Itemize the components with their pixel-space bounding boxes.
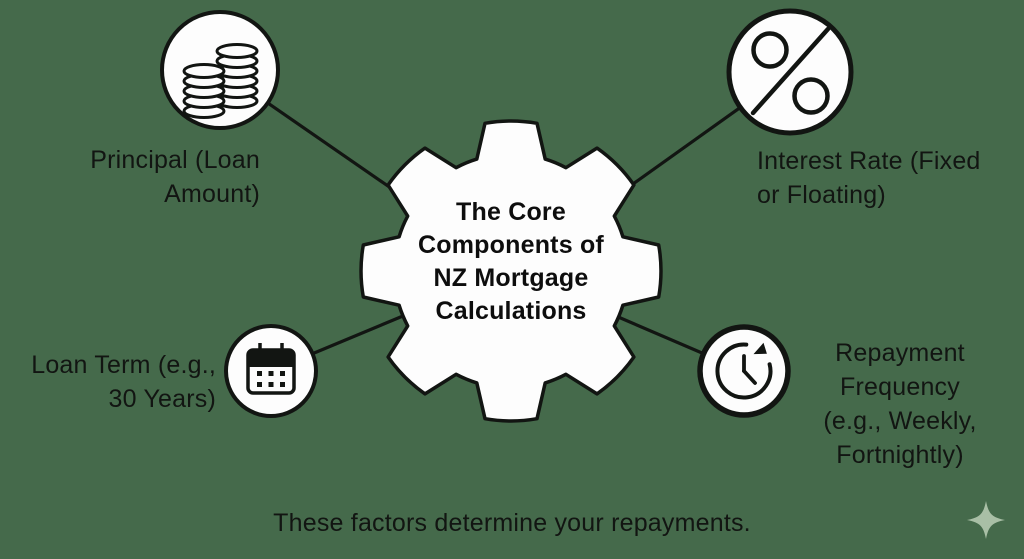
node-label-loan-term: Loan Term (e.g., 30 Years)	[0, 348, 216, 416]
clock-cycle-icon	[697, 324, 791, 418]
label-line: Amount)	[164, 180, 260, 208]
node-label-principal: Principal (Loan Amount)	[30, 143, 260, 211]
node-label-interest-rate: Interest Rate (Fixed or Floating)	[757, 144, 1019, 212]
label-line: 30 Years)	[108, 385, 216, 413]
label-line: or Floating)	[757, 181, 886, 209]
label-line: Principal (Loan	[90, 146, 260, 174]
label-line: Interest Rate (Fixed	[757, 147, 981, 175]
coins-icon	[160, 10, 280, 130]
gear-title-line: Calculations	[435, 297, 587, 325]
calendar-dots	[257, 371, 285, 387]
label-line: (e.g., Weekly,	[823, 407, 977, 435]
percent-icon	[726, 8, 854, 136]
gear-shape	[359, 119, 663, 423]
label-line: Frequency	[840, 373, 960, 401]
gear-title: The Core Components of NZ Mortgage Calcu…	[361, 196, 661, 328]
coin-stack-front	[182, 63, 226, 119]
coin-stack-rear	[215, 43, 259, 109]
label-line: Loan Term (e.g.,	[31, 351, 216, 379]
caption: These factors determine your repayments.	[273, 509, 751, 537]
calendar-icon	[224, 324, 318, 418]
label-line: Repayment	[835, 339, 965, 367]
sparkle-icon	[967, 501, 1005, 539]
node-label-repayment-frequency: Repayment Frequency (e.g., Weekly, Fortn…	[787, 336, 1013, 472]
label-line: Fortnightly)	[836, 441, 964, 469]
gear-title-line: NZ Mortgage	[433, 264, 589, 292]
gear-title-line: The Core	[456, 198, 566, 226]
gear-title-line: Components of	[418, 231, 604, 259]
